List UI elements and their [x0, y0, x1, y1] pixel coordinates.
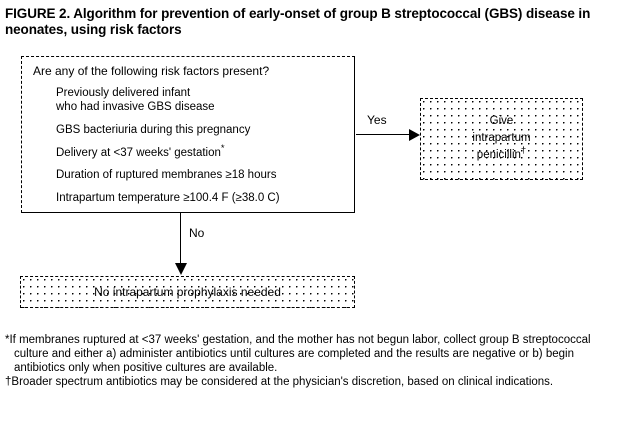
give-penicillin-word: penicillin [476, 149, 521, 161]
decision-question: Are any of the following risk factors pr… [33, 64, 270, 78]
footnote-marker-dagger: † [520, 145, 527, 157]
risk-factor-item: GBS bacteriuria during this pregnancy [56, 124, 352, 138]
risk-factor-line-1: Delivery at <37 weeks' gestation [56, 146, 221, 159]
no-prophylaxis-text: No intrapartum prophylaxis needed [94, 285, 281, 299]
give-penicillin-text: Give intrapartum penicillin† [421, 113, 582, 164]
risk-factor-item: Intrapartum temperature ≥100.4 F (≥38.0 … [56, 192, 352, 206]
no-branch-label: No [189, 226, 205, 240]
yes-connector-line [356, 134, 411, 135]
footnote-dagger: †Broader spectrum antibiotics may be con… [5, 375, 615, 389]
no-arrowhead-icon [175, 263, 187, 275]
give-penicillin-line-2: intrapartum [472, 132, 531, 144]
decision-box: Are any of the following risk factors pr… [21, 56, 355, 213]
give-penicillin-box: Give intrapartum penicillin† [420, 98, 583, 180]
no-prophylaxis-box: No intrapartum prophylaxis needed [20, 276, 355, 308]
footnote-asterisk: *If membranes ruptured at <37 weeks' ges… [5, 333, 615, 375]
footnote-asterisk-marker: * [5, 334, 10, 346]
risk-factor-item: Delivery at <37 weeks' gestation* [56, 143, 352, 161]
footnotes: *If membranes ruptured at <37 weeks' ges… [5, 333, 615, 389]
risk-factor-list: Previously delivered infant who had inva… [56, 87, 352, 214]
risk-factor-line-1: Duration of ruptured membranes ≥18 hours [56, 169, 277, 181]
footnote-dagger-marker: † [5, 376, 12, 388]
risk-factor-item: Duration of ruptured membranes ≥18 hours [56, 169, 352, 183]
figure-title: FIGURE 2. Algorithm for prevention of ea… [5, 6, 591, 37]
footnote-asterisk-text: If membranes ruptured at <37 weeks' gest… [9, 334, 591, 374]
yes-arrowhead-icon [409, 129, 420, 141]
yes-branch-label: Yes [367, 113, 387, 127]
risk-factor-item: Previously delivered infant who had inva… [56, 87, 352, 114]
risk-factor-line-1: GBS bacteriuria during this pregnancy [56, 124, 251, 136]
risk-factor-line-1: Intrapartum temperature ≥100.4 F (≥38.0 … [56, 191, 280, 204]
no-connector-line [180, 213, 181, 266]
footnote-dagger-text: Broader spectrum antibiotics may be cons… [11, 376, 554, 388]
risk-factor-line-1: Previously delivered infant [56, 87, 191, 99]
give-penicillin-line-1: Give [489, 115, 514, 127]
footnote-marker-asterisk: * [220, 142, 225, 154]
risk-factor-line-2: who had invasive GBS disease [56, 100, 215, 113]
give-penicillin-line-3: penicillin† [421, 145, 582, 164]
